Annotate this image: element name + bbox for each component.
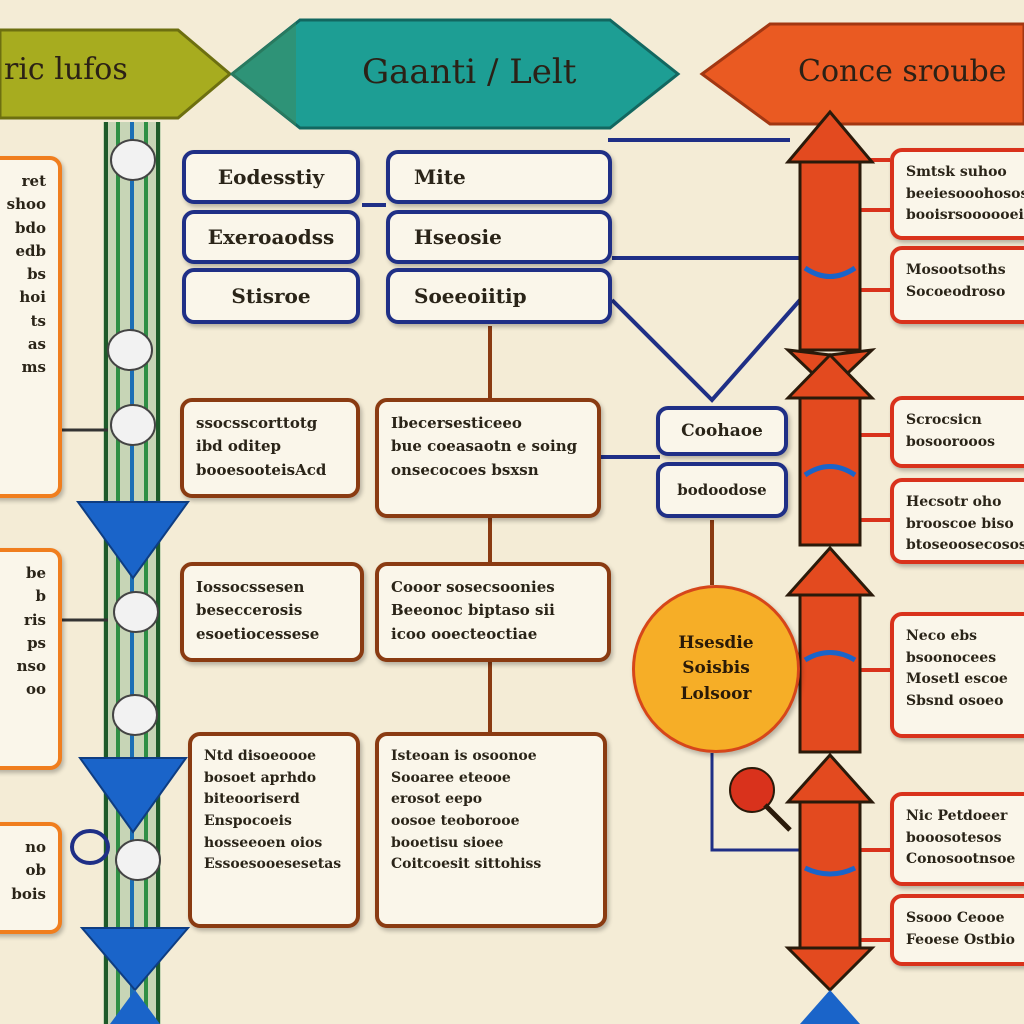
table-right-row-1: Mite (386, 150, 612, 204)
table-right-row-3: Soeeoiitip (386, 268, 612, 324)
right-center-box-1: Coohaoe (656, 406, 788, 456)
right-center-box-2: bodoodose (656, 462, 788, 518)
table-left-row-1: Eodesstiy (182, 150, 360, 204)
left-box-1: ret shoo bdo edb bs hoi ts as ms (0, 156, 62, 498)
middle-box-row1-left: ssocsscorttotg ibd oditep booesooteisAcd (180, 398, 360, 498)
right-box-4: Hecsotr oho brooscoe biso btoseoosecosos (890, 478, 1024, 564)
right-box-5: Neco ebs bsoonocees Mosetl escoe Sbsnd o… (890, 612, 1024, 738)
red-arrow-4 (784, 752, 876, 993)
center-circle: Hsesdie Soisbis Lolsoor (632, 585, 800, 753)
blue-bottom-diamond (800, 990, 860, 1024)
middle-box-row2-left: Iossocssesen beseccerosis esoetiocessese (180, 562, 364, 662)
center-banner (229, 18, 681, 130)
right-box-2: Mosootsoths Socoeodroso (890, 246, 1024, 324)
left-banner-title: ric lufos (4, 52, 128, 87)
blue-triangle-2 (78, 757, 188, 834)
paddle-icon (729, 767, 792, 832)
red-arrow-2 (784, 352, 876, 547)
center-banner-left-notch (230, 22, 296, 126)
middle-box-row1-right: Ibecersesticeeo bue coeasaotn e soing on… (375, 398, 601, 518)
table-left-row-3: Stisroe (182, 268, 360, 324)
red-arrow-1 (783, 109, 877, 393)
right-box-3: Scrocsicn bosoorooos (890, 396, 1024, 468)
blue-triangle-3 (79, 927, 191, 992)
left-box-2: be b ris ps nso oo (0, 548, 62, 770)
red-arrow-3 (784, 545, 876, 754)
middle-box-row3-left: Ntd disoeoooe bosoet aprhdo biteooriserd… (188, 732, 360, 928)
left-box-3: no ob bois (0, 822, 62, 934)
table-right-row-2: Hseosie (386, 210, 612, 264)
blue-triangle-4 (110, 990, 160, 1024)
right-box-1: Smtsk suhoo beeiesooohosos booisrsoooooe… (890, 148, 1024, 240)
table-left-row-2: Exeroaodss (182, 210, 360, 264)
middle-box-row3-right: Isteoan is osoonoe Sooaree eteooe erosot… (375, 732, 607, 928)
right-box-6: Nic Petdoeer booosotesos Conosootnsoe (890, 792, 1024, 886)
center-banner-title: Gaanti / Lelt (362, 52, 577, 92)
left-banner (0, 28, 233, 120)
blue-triangle-1 (76, 501, 190, 580)
middle-box-row2-right: Cooor sosecsoonies Beeonoc biptaso sii i… (375, 562, 611, 662)
right-banner (699, 22, 1024, 126)
right-banner-title: Conce sroube (798, 54, 1007, 89)
right-box-7: Ssooo Ceooe Feoese Ostbio (890, 894, 1024, 966)
